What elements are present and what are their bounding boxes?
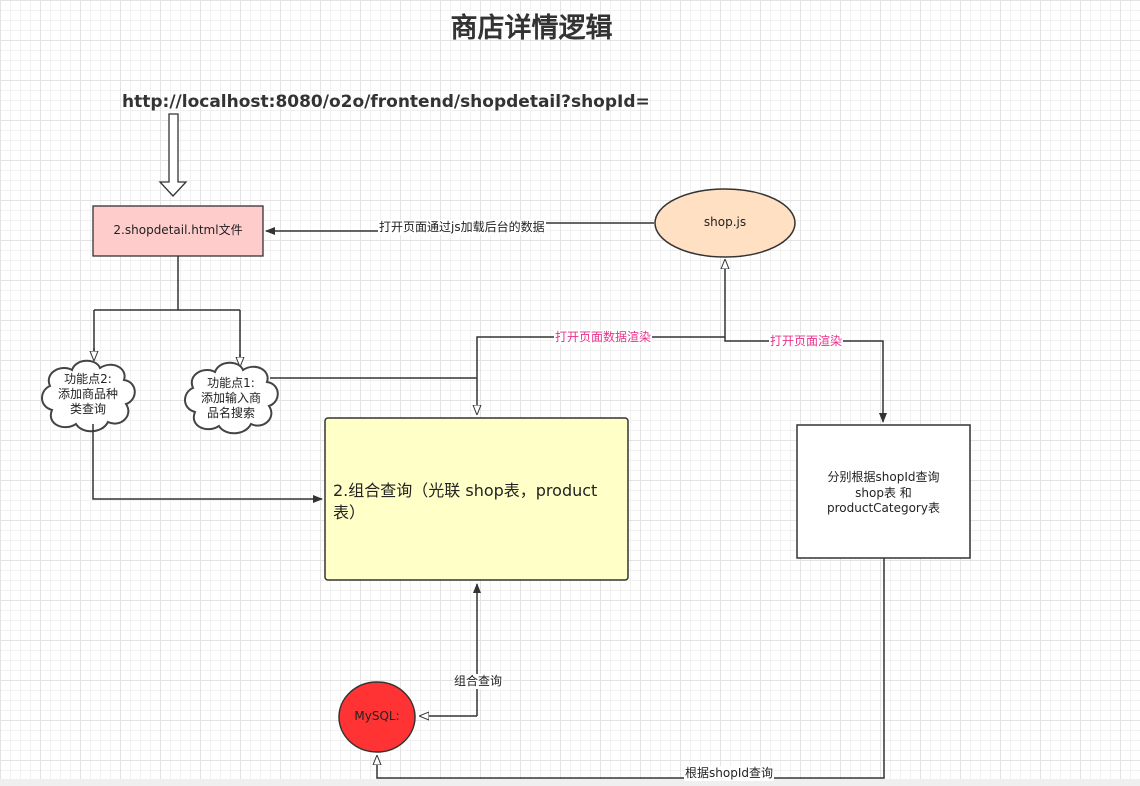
feature2-cloud[interactable] xyxy=(41,359,136,433)
edge-label-by-shopid: 根据shopId查询 xyxy=(684,766,774,781)
page-title: 商店详情逻辑 xyxy=(450,13,613,44)
combined-query-node[interactable] xyxy=(324,417,629,581)
html-file-label: 2.shopdetail.html文件 xyxy=(113,223,243,238)
edge-by-shopid xyxy=(377,558,885,779)
query-box-label: 分别根据shopId查询 shop表 和 productCategory表 xyxy=(827,470,940,516)
mysql-node[interactable] xyxy=(338,681,416,753)
edge-label-load-backend: 打开页面通过js加载后台的数据 xyxy=(378,220,546,235)
edge-render-page xyxy=(724,337,887,423)
html-file-node[interactable] xyxy=(92,205,264,257)
bottom-scroll-strip[interactable] xyxy=(0,779,1140,786)
feature1-cloud[interactable] xyxy=(184,361,279,435)
shop-js-label: shop.js xyxy=(703,215,747,230)
edge-render-data xyxy=(477,336,725,414)
feature1-label: 功能点1: 添加输入商 品名搜索 xyxy=(200,376,261,420)
edge-label-combined: 组合查询 xyxy=(453,674,504,689)
feature2-label: 功能点2: 添加商品种 类查询 xyxy=(57,372,118,416)
edge-feature2-to-combined xyxy=(92,424,323,503)
url-hollow-arrow xyxy=(158,113,188,197)
edge-label-render-page: 打开页面渲染 xyxy=(769,334,844,349)
shop-js-node[interactable] xyxy=(654,188,796,258)
combined-query-label: 2.组合查询（光联 shop表，product表） xyxy=(333,481,598,522)
edge-html-to-features xyxy=(93,256,241,364)
mysql-label: MySQL: xyxy=(354,709,400,724)
edge-label-render-data: 打开页面数据渲染 xyxy=(554,330,653,345)
url-text: http://localhost:8080/o2o/frontend/shopd… xyxy=(122,92,650,112)
